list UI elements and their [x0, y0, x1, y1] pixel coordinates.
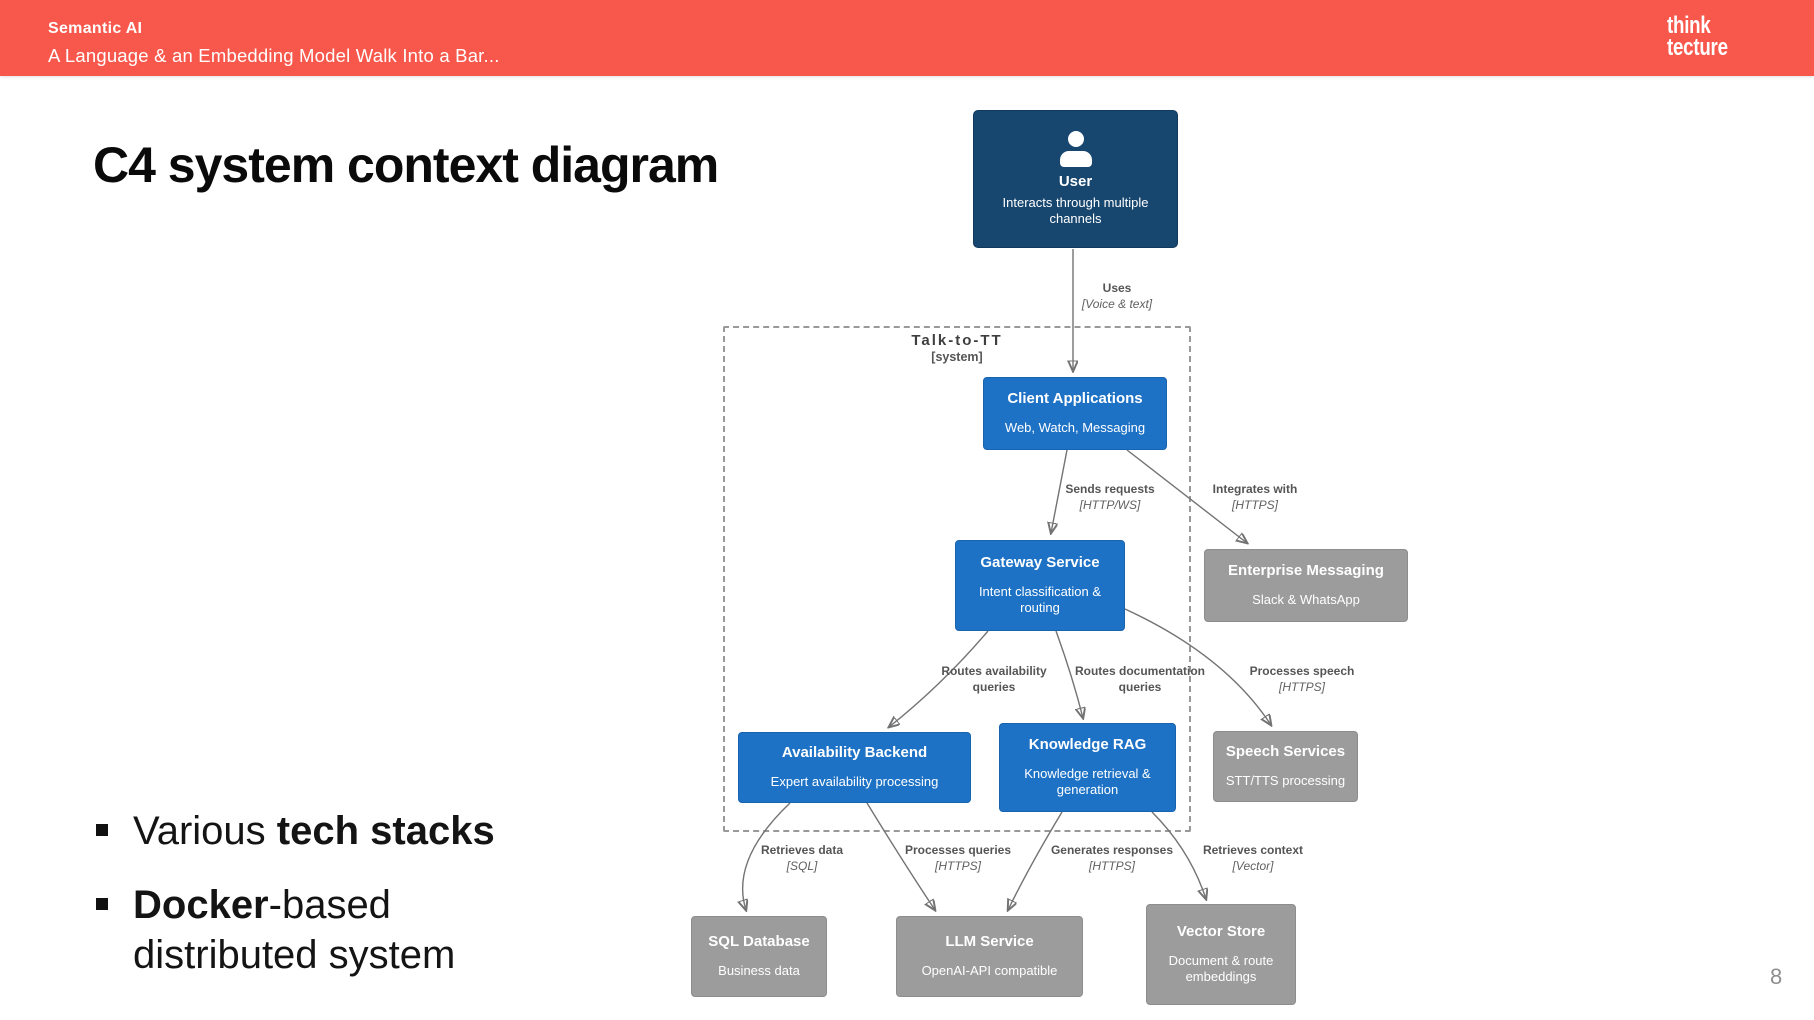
- node-subtitle: Intent classification & routing: [978, 583, 1102, 615]
- edge-label-generates-responses: Generates responses [HTTPS]: [1050, 843, 1174, 873]
- node-knowledge-rag: Knowledge RAG Knowledge retrieval & gene…: [999, 723, 1176, 812]
- user-icon: [1056, 130, 1096, 167]
- logo-line-2: tecture: [1667, 34, 1728, 61]
- node-title: Client Applications: [1007, 390, 1143, 408]
- node-title: User: [1058, 172, 1093, 190]
- node-sql-database: SQL Database Business data: [691, 916, 827, 997]
- system-boundary: Talk-to-TT [system]: [723, 326, 1191, 832]
- node-title: Vector Store: [1176, 923, 1266, 940]
- bullet-text: Docker-based distributed system: [133, 883, 456, 977]
- logo-line-1: think: [1667, 12, 1711, 39]
- bullet-marker-icon: [96, 824, 108, 836]
- node-title: SQL Database: [708, 933, 810, 951]
- node-subtitle: Interacts through multiple channels: [1002, 195, 1149, 227]
- node-title: Availability Backend: [781, 744, 928, 762]
- node-subtitle: Business data: [718, 962, 800, 978]
- edge-label-processes-speech: Processes speech [HTTPS]: [1249, 664, 1355, 694]
- bullet-marker-icon: [96, 898, 108, 910]
- node-subtitle: Slack & WhatsApp: [1252, 591, 1360, 607]
- node-title: Enterprise Messaging: [1228, 562, 1384, 580]
- node-title: LLM Service: [945, 933, 1034, 951]
- node-title: Knowledge RAG: [1028, 736, 1147, 753]
- node-subtitle: Web, Watch, Messaging: [1004, 419, 1146, 435]
- edge-label-routes-availability: Routes availability queries: [941, 664, 1047, 694]
- node-llm-service: LLM Service OpenAI-API compatible: [896, 916, 1083, 997]
- node-speech-services: Speech Services STT/TTS processing: [1213, 731, 1358, 802]
- node-subtitle: STT/TTS processing: [1225, 772, 1346, 788]
- edge-label-sends-requests: Sends requests [HTTP/WS]: [1065, 482, 1155, 512]
- edge-label-retrieves-context: Retrieves context [Vector]: [1202, 843, 1304, 873]
- page-number: 8: [1770, 964, 1783, 989]
- bullet-list: Various tech stacks Docker-based distrib…: [96, 806, 566, 1004]
- edge-label-processes-queries: Processes queries [HTTPS]: [904, 843, 1012, 873]
- edge-label-integrates-with: Integrates with [HTTPS]: [1212, 482, 1298, 512]
- node-subtitle: Expert availability processing: [770, 773, 939, 789]
- slide-title: C4 system context diagram: [93, 137, 719, 193]
- node-subtitle: OpenAI-API compatible: [921, 962, 1058, 978]
- edge-label-routes-documentation: Routes documentation queries: [1074, 664, 1205, 694]
- deck-title: Semantic AI: [48, 20, 143, 37]
- header-bar: Semantic AI A Language & an Embedding Mo…: [0, 0, 1814, 76]
- node-availability-backend: Availability Backend Expert availability…: [738, 732, 971, 803]
- edge-label-uses: Uses [Voice & text]: [1081, 281, 1153, 311]
- node-title: Speech Services: [1225, 743, 1346, 761]
- node-client-applications: Client Applications Web, Watch, Messagin…: [983, 377, 1167, 450]
- node-gateway-service: Gateway Service Intent classification & …: [955, 540, 1125, 631]
- thinktecture-logo: think tecture: [1667, 12, 1728, 61]
- system-boundary-subtitle: [system]: [931, 350, 983, 364]
- deck-subtitle: A Language & an Embedding Model Walk Int…: [48, 45, 500, 66]
- node-title: Gateway Service: [980, 554, 1100, 571]
- node-vector-store: Vector Store Document & route embeddings: [1146, 904, 1296, 1005]
- system-boundary-title: Talk-to-TT: [911, 332, 1003, 349]
- bullet-text: Various tech stacks: [133, 809, 495, 853]
- node-enterprise-messaging: Enterprise Messaging Slack & WhatsApp: [1204, 549, 1408, 622]
- node-user: User Interacts through multiple channels: [973, 110, 1178, 248]
- edge-label-retrieves-data: Retrieves data [SQL]: [760, 843, 844, 873]
- node-subtitle: Knowledge retrieval & generation: [1024, 765, 1151, 797]
- system-boundary-label: Talk-to-TT [system]: [911, 332, 1002, 364]
- bullet-item-docker: Docker-based distributed system: [96, 880, 566, 980]
- bullet-item-tech-stacks: Various tech stacks: [96, 806, 566, 856]
- node-subtitle: Document & route embeddings: [1168, 952, 1274, 984]
